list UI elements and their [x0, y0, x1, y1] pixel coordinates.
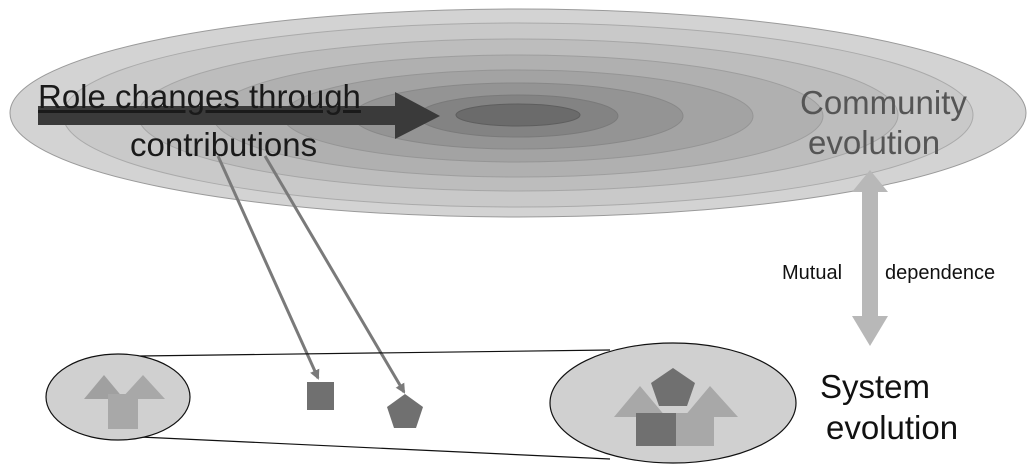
- system-pod-right: [549, 342, 797, 464]
- community-evolution-label-line1: Community: [800, 84, 967, 121]
- pointer-line-square: [216, 155, 320, 380]
- system-evolution-label-line1: System: [820, 368, 931, 405]
- community-ellipse: [9, 8, 1027, 218]
- system-tube: [139, 349, 611, 460]
- system-pod-left: [45, 353, 191, 441]
- arrow-component-icon: [84, 375, 165, 429]
- contributions-label: contributions: [130, 126, 318, 163]
- role-changes-label: Role changes through: [38, 78, 361, 115]
- system-evolution-label-line2: evolution: [826, 409, 959, 446]
- mutual-label: Mutual: [782, 262, 843, 284]
- square-component-icon: [307, 382, 334, 410]
- pentagon-component-icon: [387, 394, 423, 428]
- dependence-label: dependence: [885, 262, 996, 284]
- arrow-component-icon: [614, 368, 738, 446]
- community-evolution-label-line2: evolution: [808, 124, 941, 161]
- mutual-dependence-arrow: [852, 170, 888, 346]
- role-change-arrow: [38, 92, 440, 139]
